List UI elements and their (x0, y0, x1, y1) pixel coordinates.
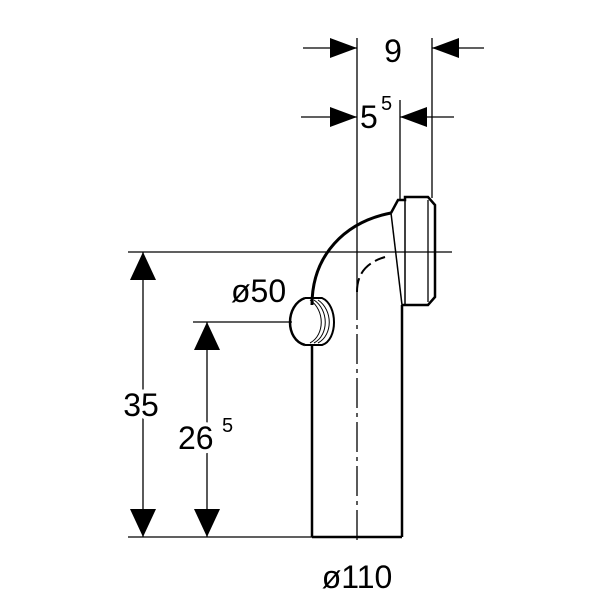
pipe-diameter-label: ø110 (322, 559, 393, 595)
branch-diameter-label: ø50 (231, 273, 286, 309)
dimension-35-label: 35 (123, 387, 159, 423)
branch-connector (288, 296, 335, 347)
dimension-branch-height (194, 322, 220, 537)
dimension-5-superscript: 5 (381, 93, 392, 115)
dimension-offset (301, 107, 454, 127)
extension-lines (128, 38, 452, 540)
pipe-bend (310, 195, 437, 539)
dimension-5-label: 5 (360, 99, 378, 135)
dimension-9-label: 9 (384, 33, 402, 69)
dimension-26-label: 26 (178, 420, 214, 456)
dimension-top-width (303, 38, 484, 58)
dimension-26-superscript: 5 (222, 415, 233, 437)
dimension-total-height (130, 252, 156, 537)
